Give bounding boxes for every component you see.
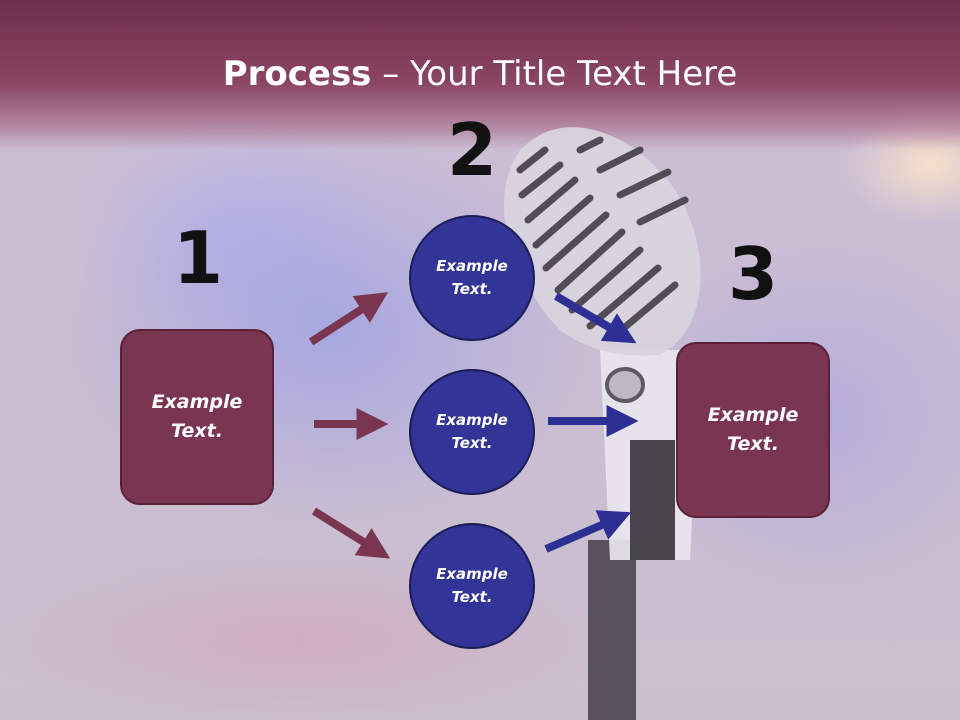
step-2-circle-3: Example Text.	[409, 523, 535, 649]
step-2-circle-1: Example Text.	[409, 215, 535, 341]
step-3-text: Example Text.	[707, 404, 799, 455]
step-number-1: 1	[172, 216, 224, 300]
arrow-2c-to-3	[544, 510, 632, 553]
step-2-circle-2-text: Example Text.	[436, 411, 508, 452]
slide-title: Process – Your Title Text Here	[0, 52, 960, 96]
arrow-1-to-2a	[308, 292, 389, 346]
step-2-circle-2: Example Text.	[409, 369, 535, 495]
step-3-box: Example Text.	[676, 342, 830, 518]
arrow-1-to-2c	[311, 507, 391, 559]
arrow-2a-to-3	[553, 292, 637, 344]
step-2-circle-1-text: Example Text.	[436, 257, 508, 298]
header-band	[0, 0, 960, 150]
step-number-2: 2	[446, 108, 498, 192]
step-2-circle-3-text: Example Text.	[436, 565, 508, 606]
step-1-box: Example Text.	[120, 329, 274, 505]
title-rest: – Your Title Text Here	[371, 54, 738, 94]
title-bold: Process	[222, 54, 372, 94]
step-1-text: Example Text.	[151, 391, 243, 442]
step-number-3: 3	[727, 232, 779, 316]
